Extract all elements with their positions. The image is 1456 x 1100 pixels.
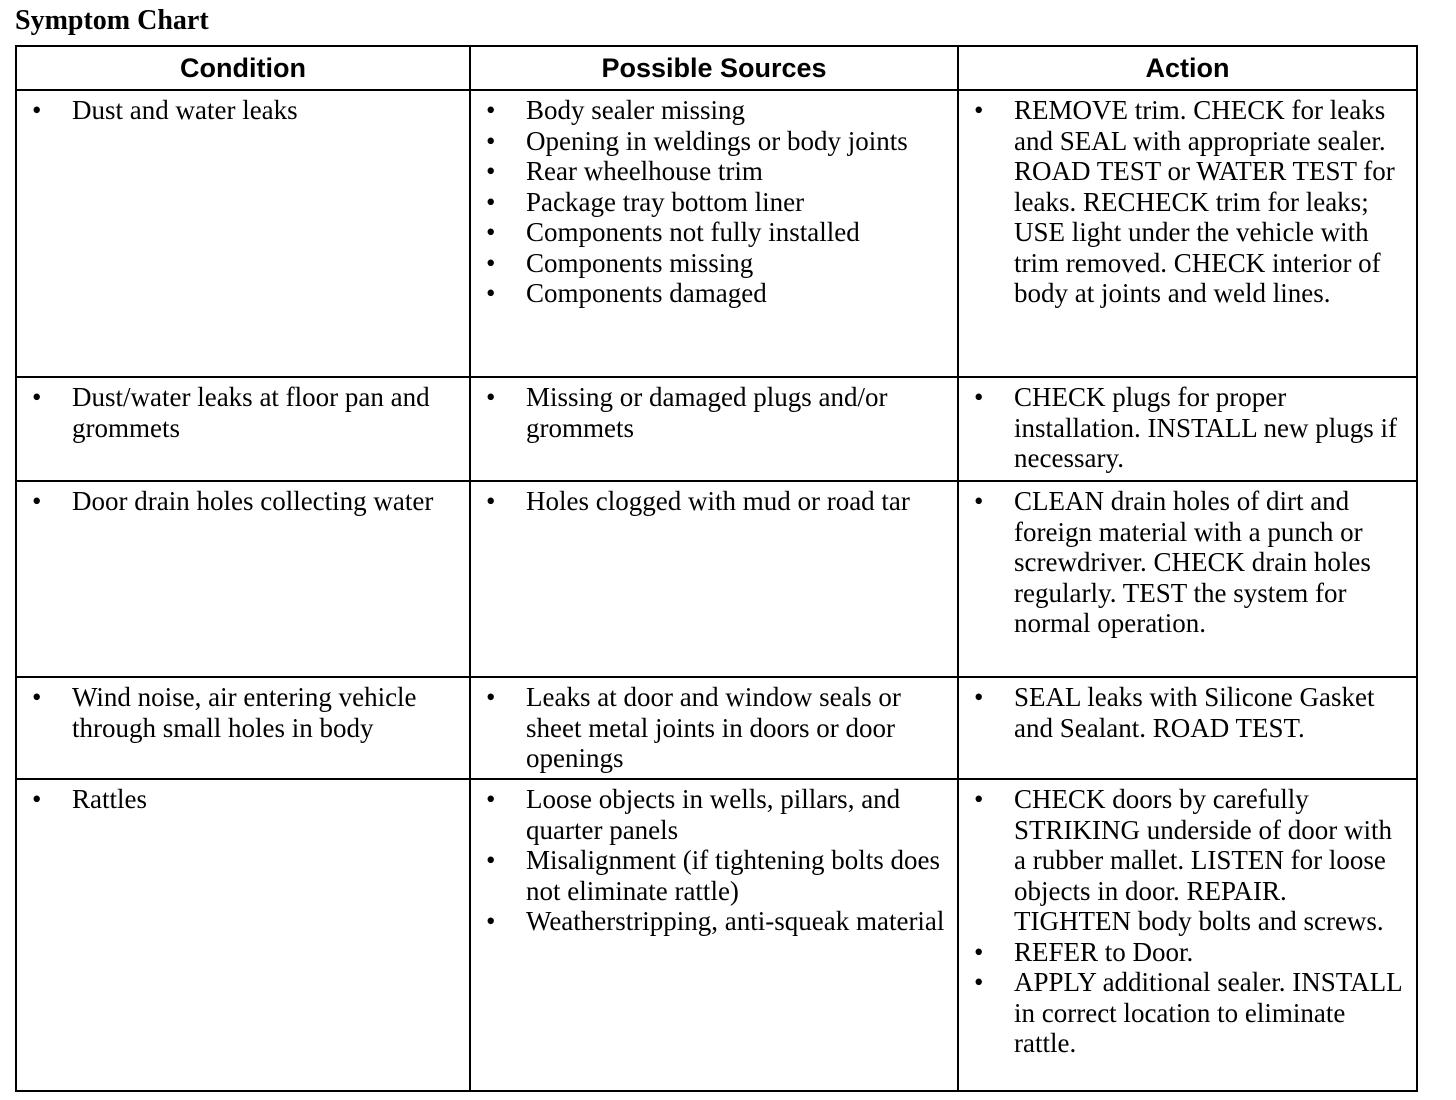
column-header-possible-sources: Possible Sources (469, 45, 959, 91)
action-list: CHECK plugs for proper installation. INS… (959, 382, 1408, 474)
list-item: Rear wheelhouse trim (471, 156, 949, 187)
list-item: Components damaged (471, 278, 949, 309)
list-item: Door drain holes collecting water (17, 486, 461, 517)
list-item: Dust and water leaks (17, 95, 461, 126)
list-item: Components missing (471, 248, 949, 279)
condition-list: Dust/water leaks at floor pan and gromme… (17, 382, 461, 443)
column-header-condition: Condition (15, 45, 471, 91)
sources-list: Leaks at door and window seals or sheet … (471, 682, 949, 774)
list-item: Body sealer missing (471, 95, 949, 126)
sources-cell: Leaks at door and window seals or sheet … (469, 676, 959, 780)
table-row: Wind noise, air entering vehicle through… (15, 676, 1418, 780)
table-row: Rattles Loose objects in wells, pillars,… (15, 778, 1418, 1092)
list-item: Loose objects in wells, pillars, and qua… (471, 784, 949, 845)
sources-cell: Body sealer missing Opening in weldings … (469, 89, 959, 378)
list-item: REMOVE trim. CHECK for leaks and SEAL wi… (959, 95, 1408, 309)
list-item: Opening in weldings or body joints (471, 126, 949, 157)
sources-cell: Holes clogged with mud or road tar (469, 480, 959, 678)
sources-list: Loose objects in wells, pillars, and qua… (471, 784, 949, 937)
list-item: CHECK doors by carefully STRIKING unders… (959, 784, 1408, 937)
sources-list: Holes clogged with mud or road tar (471, 486, 949, 517)
action-list: SEAL leaks with Silicone Gasket and Seal… (959, 682, 1408, 743)
list-item: Leaks at door and window seals or sheet … (471, 682, 949, 774)
condition-list: Wind noise, air entering vehicle through… (17, 682, 461, 743)
action-cell: CLEAN drain holes of dirt and foreign ma… (957, 480, 1418, 678)
list-item: REFER to Door. (959, 937, 1408, 968)
action-list: REMOVE trim. CHECK for leaks and SEAL wi… (959, 95, 1408, 309)
list-item: Dust/water leaks at floor pan and gromme… (17, 382, 461, 443)
action-cell: REMOVE trim. CHECK for leaks and SEAL wi… (957, 89, 1418, 378)
list-item: Missing or damaged plugs and/or grommets (471, 382, 949, 443)
action-cell: SEAL leaks with Silicone Gasket and Seal… (957, 676, 1418, 780)
list-item: Holes clogged with mud or road tar (471, 486, 949, 517)
condition-cell: Wind noise, air entering vehicle through… (15, 676, 471, 780)
condition-cell: Door drain holes collecting water (15, 480, 471, 678)
table-row: Door drain holes collecting water Holes … (15, 480, 1418, 678)
condition-cell: Rattles (15, 778, 471, 1092)
list-item: Package tray bottom liner (471, 187, 949, 218)
list-item: CHECK plugs for proper installation. INS… (959, 382, 1408, 474)
condition-cell: Dust/water leaks at floor pan and gromme… (15, 376, 471, 482)
list-item: Components not fully installed (471, 217, 949, 248)
condition-list: Dust and water leaks (17, 95, 461, 126)
sources-list: Body sealer missing Opening in weldings … (471, 95, 949, 309)
action-list: CHECK doors by carefully STRIKING unders… (959, 784, 1408, 1059)
sources-cell: Missing or damaged plugs and/or grommets (469, 376, 959, 482)
list-item: Misalignment (if tightening bolts does n… (471, 845, 949, 906)
action-list: CLEAN drain holes of dirt and foreign ma… (959, 486, 1408, 639)
column-header-action: Action (957, 45, 1418, 91)
action-cell: CHECK doors by carefully STRIKING unders… (957, 778, 1418, 1092)
sources-cell: Loose objects in wells, pillars, and qua… (469, 778, 959, 1092)
symptom-table: Condition Possible Sources Action Dust a… (15, 45, 1418, 1092)
list-item: CLEAN drain holes of dirt and foreign ma… (959, 486, 1408, 639)
table-row: Dust and water leaks Body sealer missing… (15, 89, 1418, 378)
sources-list: Missing or damaged plugs and/or grommets (471, 382, 949, 443)
page-title: Symptom Chart (15, 5, 209, 36)
list-item: APPLY additional sealer. INSTALL in corr… (959, 967, 1408, 1059)
condition-list: Rattles (17, 784, 461, 815)
list-item: Rattles (17, 784, 461, 815)
list-item: SEAL leaks with Silicone Gasket and Seal… (959, 682, 1408, 743)
list-item: Weatherstripping, anti-squeak material (471, 906, 949, 937)
action-cell: CHECK plugs for proper installation. INS… (957, 376, 1418, 482)
condition-cell: Dust and water leaks (15, 89, 471, 378)
table-row: Dust/water leaks at floor pan and gromme… (15, 376, 1418, 482)
list-item: Wind noise, air entering vehicle through… (17, 682, 461, 743)
condition-list: Door drain holes collecting water (17, 486, 461, 517)
table-header-row: Condition Possible Sources Action (15, 45, 1418, 91)
